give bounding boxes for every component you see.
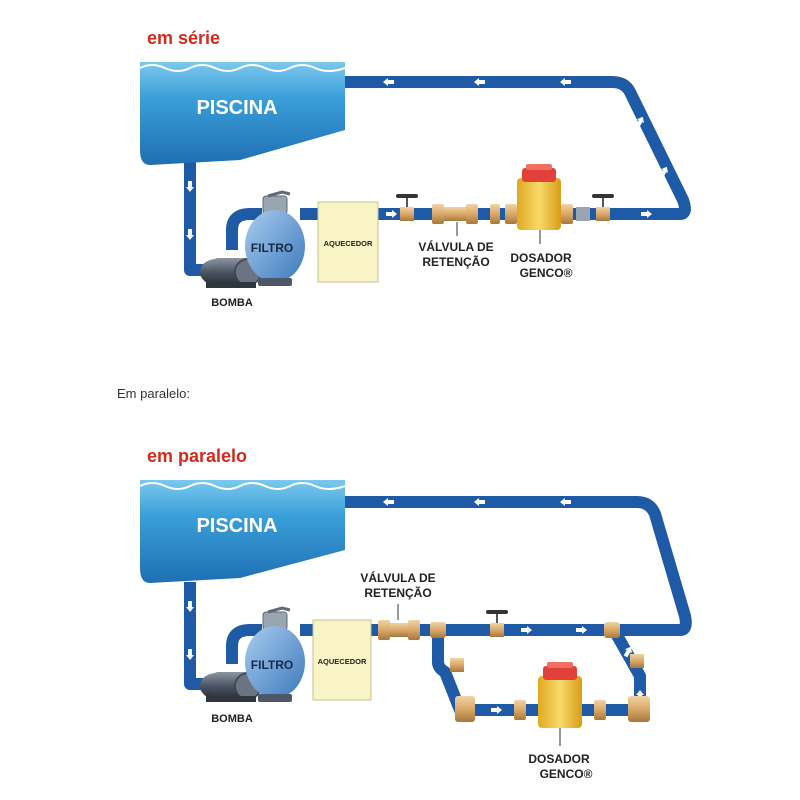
heater-label: AQUECEDOR xyxy=(324,239,373,248)
diagram-serie: PISCINA BOMBA FILTRO AQ xyxy=(139,62,691,309)
valve-label-line2: RETENÇÃO xyxy=(422,254,489,269)
check-valve xyxy=(378,610,620,640)
doser xyxy=(505,164,614,230)
heater xyxy=(317,201,379,283)
doser-label-line2: GENCO® xyxy=(540,767,593,781)
pump-filter-pipe xyxy=(226,208,262,250)
pool-label: PISCINA xyxy=(196,97,277,119)
pump-label: BOMBA xyxy=(211,297,253,309)
doser-label-line1: DOSADOR xyxy=(510,251,572,265)
pump-label: BOMBA xyxy=(211,713,253,725)
filter-label: FILTRO xyxy=(251,658,293,672)
heater xyxy=(312,619,372,701)
pump-filter-pipe xyxy=(226,624,262,664)
return-pipe xyxy=(300,496,692,636)
doser xyxy=(450,654,650,728)
diagram-title-serie: em série xyxy=(147,28,221,48)
suction-pipe xyxy=(184,582,215,690)
doser-label-line1: DOSADOR xyxy=(528,752,590,766)
diagram-title-paralelo: em paralelo xyxy=(147,446,248,466)
valve-label-line1: VÁLVULA DE xyxy=(418,239,493,254)
valve-label-line1: VÁLVULA DE xyxy=(360,570,435,585)
filter xyxy=(245,606,305,702)
return-pipe xyxy=(300,76,691,220)
doser-label-line2: GENCO® xyxy=(520,266,573,280)
filter-label: FILTRO xyxy=(251,241,293,255)
water-wave xyxy=(139,482,346,490)
water-wave xyxy=(139,64,346,72)
pool-shape xyxy=(140,480,345,583)
pump xyxy=(200,672,262,702)
filter xyxy=(245,190,305,286)
check-valve xyxy=(396,194,500,224)
pool-label: PISCINA xyxy=(196,515,277,537)
caption-parallel: Em paralelo: xyxy=(117,386,190,401)
valve-label-line2: RETENÇÃO xyxy=(364,585,431,600)
diagram-paralelo: PISCINA BOMBA FILTRO xyxy=(139,480,692,781)
pool-shape xyxy=(140,62,345,165)
suction-pipe xyxy=(184,160,215,276)
flow-arrow-icon xyxy=(644,533,656,546)
heater-label: AQUECEDOR xyxy=(318,657,367,666)
